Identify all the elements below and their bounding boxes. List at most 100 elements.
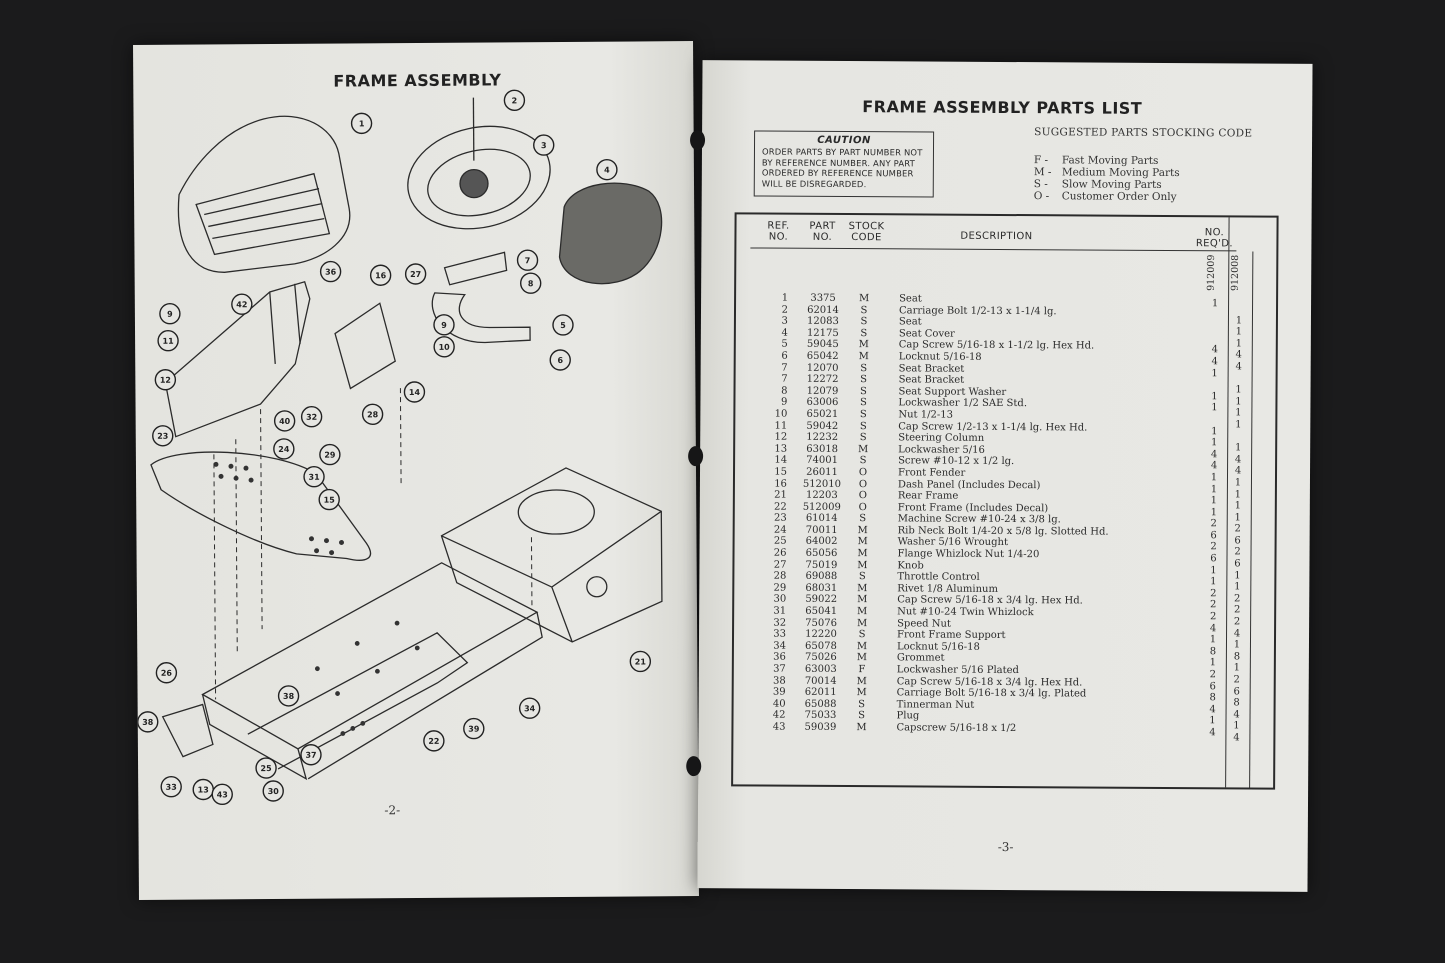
- cell-ref-no: 1: [781, 292, 789, 304]
- cell-ref-no: 3: [781, 315, 788, 327]
- cell-part-no: 65056: [805, 547, 838, 560]
- cell-part-no: 12232: [806, 431, 839, 444]
- cell-description: Seat Cover: [898, 328, 955, 340]
- left-page-diagram: FRAME ASSEMBLY: [133, 41, 699, 900]
- cell-description: Seat Support Washer: [898, 386, 1007, 398]
- svg-text:14: 14: [409, 388, 421, 397]
- cell-stock-code: S: [859, 513, 867, 525]
- binder-hole: [689, 130, 706, 151]
- svg-text:25: 25: [260, 764, 272, 773]
- cell-description: Rear Frame: [897, 490, 959, 502]
- cell-stock-code: M: [858, 351, 869, 363]
- cell-part-no: 63003: [804, 663, 837, 675]
- cell-part-no: 59039: [804, 721, 837, 733]
- legend-code: O -: [1033, 190, 1050, 203]
- cell-ref-no: 13: [774, 443, 788, 455]
- cell-ref-no: 7: [781, 362, 788, 374]
- binder-hole: [688, 446, 704, 467]
- cell-part-no: 75026: [804, 652, 837, 664]
- svg-text:9: 9: [441, 321, 447, 330]
- cell-stock-code: M: [857, 594, 868, 606]
- svg-text:12: 12: [160, 376, 171, 385]
- cell-description: Seat Bracket: [898, 374, 965, 386]
- column-header-part: PART NO.: [809, 220, 836, 243]
- legend-code: M -: [1033, 166, 1052, 179]
- cell-description: Carriage Bolt 5/16-18 x 3/4 lg. Plated: [896, 687, 1087, 700]
- page-number-left: -2-: [384, 803, 401, 818]
- cell-qty-912009: 4: [1209, 727, 1216, 739]
- cell-ref-no: 6: [781, 350, 788, 362]
- cell-stock-code: S: [858, 710, 865, 722]
- svg-text:39: 39: [468, 725, 480, 734]
- svg-text:11: 11: [162, 337, 174, 346]
- cell-ref-no: 11: [774, 420, 788, 432]
- cell-part-no: 65021: [806, 408, 839, 420]
- svg-text:38: 38: [142, 718, 154, 727]
- callout-label: 1: [359, 119, 365, 128]
- svg-text:15: 15: [324, 496, 336, 505]
- legend-label: Fast Moving Parts: [1061, 154, 1159, 167]
- cell-stock-code: S: [859, 432, 867, 444]
- cell-ref-no: 12: [774, 431, 788, 443]
- cell-stock-code: S: [860, 374, 868, 386]
- cell-stock-code: S: [860, 362, 868, 374]
- svg-text:5: 5: [560, 321, 566, 330]
- cell-stock-code: S: [860, 304, 868, 316]
- svg-text:32: 32: [306, 413, 317, 422]
- cell-ref-no: 31: [773, 605, 787, 617]
- header-divider: [750, 247, 1237, 252]
- stock-code-legend: SUGGESTED PARTS STOCKING CODE F -Fast Mo…: [1034, 126, 1304, 204]
- cell-ref-no: 38: [772, 675, 786, 687]
- cell-ref-no: 32: [773, 617, 787, 629]
- cell-description: Front Fender: [897, 467, 966, 479]
- cell-part-no: 63006: [806, 397, 839, 409]
- cell-stock-code: M: [858, 293, 870, 305]
- cell-stock-code: M: [858, 443, 869, 455]
- cell-part-no: 63018: [806, 443, 839, 455]
- cell-ref-no: 26: [773, 547, 787, 559]
- cell-stock-code: M: [857, 524, 868, 537]
- svg-text:6: 6: [557, 356, 563, 365]
- cell-ref-no: 22: [774, 501, 787, 513]
- cell-stock-code: S: [860, 385, 867, 397]
- cell-part-no: 59022: [805, 594, 838, 606]
- cell-part-no: 12175: [806, 327, 839, 339]
- cell-part-no: 12203: [805, 489, 838, 502]
- cell-part-no: 61014: [805, 513, 838, 525]
- svg-text:21: 21: [635, 657, 647, 666]
- cell-ref-no: 21: [774, 489, 787, 501]
- cell-description: Washer 5/16 Wrought: [897, 536, 1009, 549]
- cell-stock-code: M: [856, 652, 868, 664]
- caution-box: CAUTION ORDER PARTS BY PART NUMBER NOT B…: [753, 130, 935, 198]
- cell-description: Knob: [897, 560, 924, 572]
- cell-description: Locknut 5/16-18: [898, 351, 982, 363]
- cell-stock-code: S: [860, 316, 868, 328]
- svg-text:43: 43: [217, 790, 228, 799]
- svg-text:42: 42: [236, 300, 247, 309]
- cell-stock-code: M: [857, 548, 868, 560]
- cell-stock-code: S: [859, 409, 867, 421]
- model-header-912008: 912008: [1229, 254, 1241, 292]
- svg-text:8: 8: [528, 279, 534, 288]
- cell-description: Steering Column: [898, 432, 985, 444]
- cell-ref-no: 9: [781, 396, 788, 409]
- svg-text:40: 40: [279, 417, 291, 426]
- cell-stock-code: O: [858, 478, 868, 490]
- cell-part-no: 59042: [806, 420, 839, 432]
- cell-part-no: 12083: [807, 315, 839, 328]
- cell-description: Locknut 5/16-18: [896, 641, 980, 653]
- caution-text: ORDER PARTS BY PART NUMBER NOT BY REFERE…: [761, 146, 923, 189]
- svg-text:2: 2: [512, 96, 518, 105]
- cell-part-no: 75033: [804, 710, 837, 722]
- cell-part-no: 12220: [805, 629, 837, 641]
- cell-ref-no: 43: [772, 721, 786, 733]
- cell-stock-code: S: [858, 629, 866, 641]
- cell-description: Nut 1/2-13: [898, 409, 953, 421]
- cell-description: Screw #10-12 x 1/2 lg.: [898, 455, 1015, 468]
- cell-stock-code: M: [856, 640, 868, 652]
- cell-description: Seat Bracket: [898, 362, 965, 375]
- cell-stock-code: M: [857, 536, 868, 548]
- cell-stock-code: S: [858, 698, 866, 710]
- cell-ref-no: 2: [781, 304, 789, 316]
- cell-part-no: 70011: [805, 524, 838, 536]
